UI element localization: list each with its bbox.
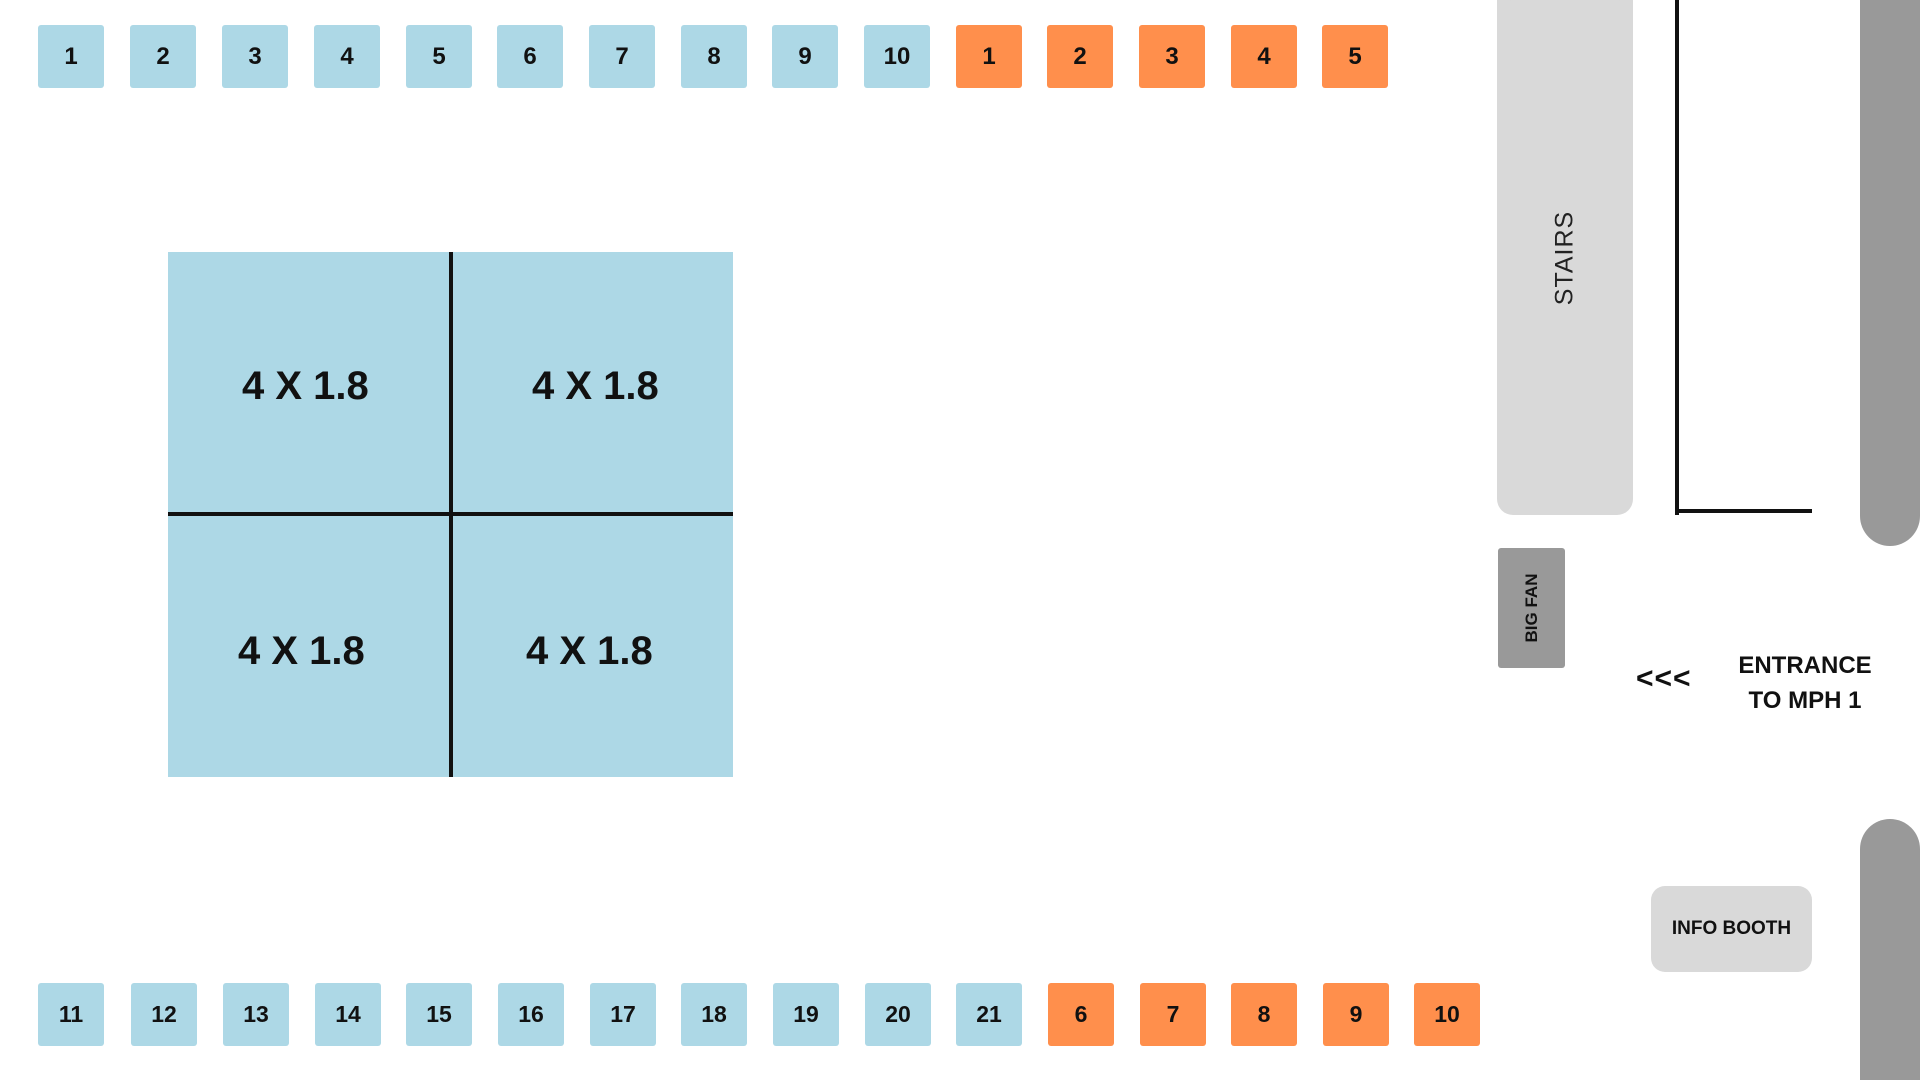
entrance-line-1: ENTRANCE (1738, 652, 1872, 679)
booth-blue-bottom: 17 (590, 983, 656, 1046)
entrance-arrows: <<< (1636, 662, 1692, 695)
booth-blue-bottom: 21 (956, 983, 1022, 1046)
booth-blue-top: 9 (772, 25, 838, 88)
booth-orange-bottom: 10 (1414, 983, 1480, 1046)
booth-orange-bottom: 8 (1231, 983, 1297, 1046)
info-booth: INFO BOOTH (1651, 886, 1812, 972)
booth-orange-bottom: 7 (1140, 983, 1206, 1046)
central-booth-grid: 4 X 1.8 4 X 1.8 4 X 1.8 4 X 1.8 (168, 252, 733, 777)
booth-orange-top: 5 (1322, 25, 1388, 88)
right-wall-top (1860, 0, 1920, 546)
stairs: STAIRS (1497, 0, 1633, 515)
big-fan-label: BIG FAN (1521, 573, 1541, 643)
booth-blue-bottom: 13 (223, 983, 289, 1046)
stairs-label: STAIRS (1550, 210, 1579, 306)
right-wall-bottom (1860, 819, 1920, 1080)
booth-blue-bottom: 12 (131, 983, 197, 1046)
booth-blue-top: 7 (589, 25, 655, 88)
booth-blue-bottom: 16 (498, 983, 564, 1046)
booth-blue-bottom: 14 (315, 983, 381, 1046)
booth-blue-top: 5 (406, 25, 472, 88)
booth-orange-bottom: 6 (1048, 983, 1114, 1046)
booth-blue-bottom: 11 (38, 983, 104, 1046)
booth-blue-top: 10 (864, 25, 930, 88)
entrance-line-2: TO MPH 1 (1748, 687, 1862, 714)
entrance-label: ENTRANCE TO MPH 1 (1720, 648, 1890, 718)
booth-orange-top: 4 (1231, 25, 1297, 88)
big-fan: BIG FAN (1498, 548, 1565, 668)
booth-orange-bottom: 9 (1323, 983, 1389, 1046)
booth-orange-top: 3 (1139, 25, 1205, 88)
booth-blue-top: 8 (681, 25, 747, 88)
booth-orange-top: 1 (956, 25, 1022, 88)
booth-blue-top: 2 (130, 25, 196, 88)
booth-blue-top: 4 (314, 25, 380, 88)
wall-vertical (1675, 0, 1679, 515)
booth-blue-bottom: 18 (681, 983, 747, 1046)
booth-blue-bottom: 19 (773, 983, 839, 1046)
grid-divider-horizontal (168, 512, 733, 516)
grid-cell-label: 4 X 1.8 (242, 364, 369, 408)
grid-cell-label: 4 X 1.8 (526, 629, 653, 673)
booth-blue-top: 6 (497, 25, 563, 88)
booth-blue-bottom: 20 (865, 983, 931, 1046)
grid-cell-label: 4 X 1.8 (532, 364, 659, 408)
booth-blue-top: 3 (222, 25, 288, 88)
booth-blue-bottom: 15 (406, 983, 472, 1046)
booth-orange-top: 2 (1047, 25, 1113, 88)
wall-horizontal (1675, 509, 1812, 513)
grid-cell-label: 4 X 1.8 (238, 629, 365, 673)
booth-blue-top: 1 (38, 25, 104, 88)
